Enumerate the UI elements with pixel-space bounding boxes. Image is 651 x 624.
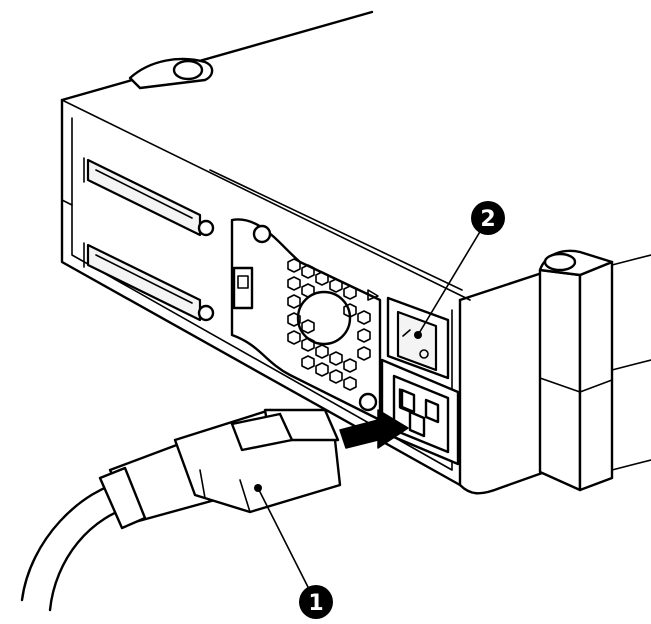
scsi-connector-bottom bbox=[83, 242, 215, 322]
callout-1-leader bbox=[257, 487, 313, 596]
top-front-edge bbox=[61, 99, 471, 301]
rear-seam bbox=[61, 199, 73, 206]
insert-arrow-icon bbox=[339, 409, 409, 449]
callout-2: 2 bbox=[471, 201, 505, 235]
callout-1-label: 1 bbox=[308, 591, 323, 616]
side-bottom-edge bbox=[458, 470, 547, 495]
callout-2-label: 2 bbox=[480, 207, 495, 232]
side-top-edge bbox=[458, 270, 547, 302]
power-socket-icon bbox=[380, 358, 460, 466]
top-detail-line bbox=[209, 169, 463, 291]
screw-icon bbox=[252, 224, 272, 244]
power-cord-connector bbox=[20, 408, 342, 612]
top-foot bbox=[128, 57, 214, 90]
fan-panel bbox=[230, 218, 382, 422]
top-back-edge bbox=[60, 10, 374, 102]
callout-1: 1 bbox=[299, 585, 333, 619]
rear-face-outline bbox=[60, 98, 462, 487]
callout-2-leader bbox=[417, 214, 491, 336]
screw-icon bbox=[358, 392, 378, 412]
fan-grille-icon bbox=[287, 258, 371, 391]
scsi-connector-top bbox=[83, 157, 215, 237]
corner-bumper bbox=[538, 249, 651, 492]
warning-triangle-icon bbox=[367, 289, 379, 301]
